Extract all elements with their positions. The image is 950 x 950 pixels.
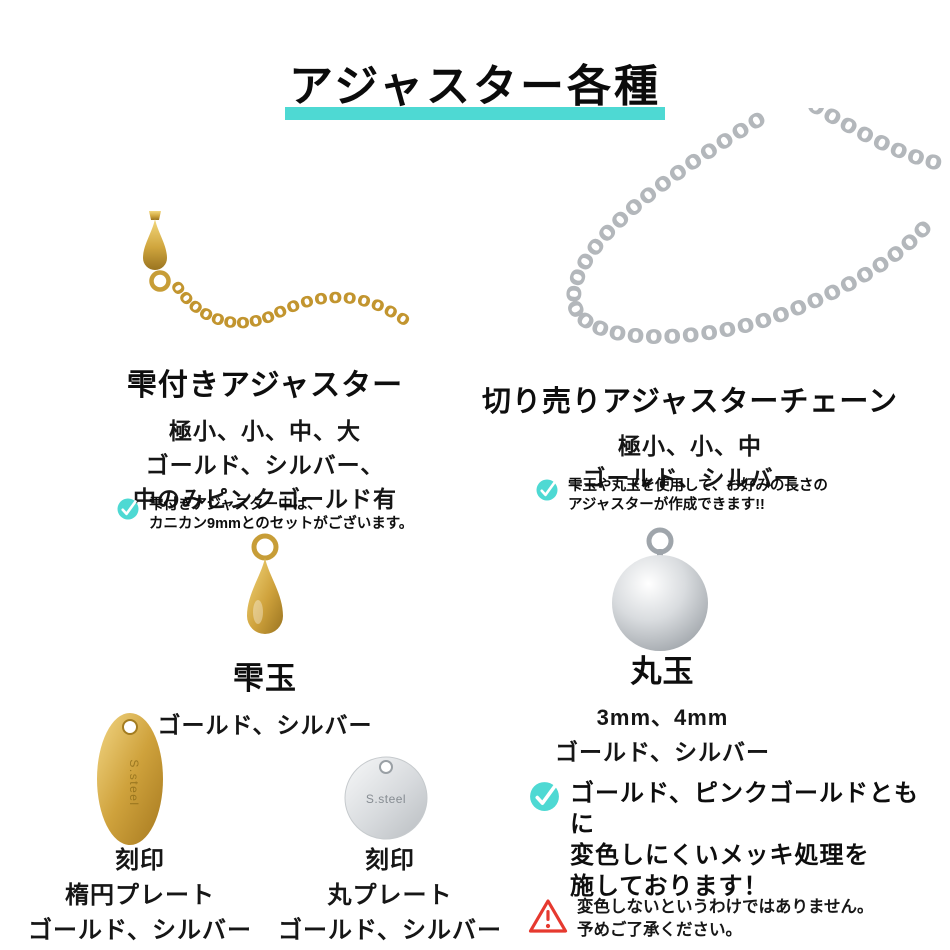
drop-adjuster-note-line2: カニカン9mmとのセットがございます。 — [149, 516, 414, 532]
check-icon — [117, 498, 139, 520]
round-plate-engraving: S.steel — [366, 792, 406, 806]
svg-text:oooooooooooooooooooooooooo: oooooooooooooooooooooooooo — [100, 205, 416, 333]
cut-chain-note-line1: 雫玉や丸玉を使用して、お好みの長さの — [568, 478, 828, 494]
round-plate-photo: S.steel — [344, 756, 428, 840]
cut-chain-colors: ゴールド、シルバー — [582, 465, 798, 491]
round-bead-sizes: 3mm、4mm — [596, 705, 729, 730]
drop-adjuster-colors-1: ゴールド、シルバー、 — [145, 452, 385, 478]
drop-adjuster-photo: oooooooooooooooooooooooooo — [100, 205, 416, 333]
check-icon — [536, 479, 558, 501]
warning-icon — [528, 899, 568, 933]
round-bead-name: 丸玉 — [630, 654, 695, 689]
plating-note-line2: 変色しにくいメッキ処理を — [570, 842, 870, 869]
warning-line1: 変色しないというわけではありません。 — [577, 898, 874, 916]
plating-note-line1: ゴールド、ピンクゴールドともに — [570, 780, 920, 838]
oval-plate-engraving: S.steel — [127, 759, 141, 806]
oval-plate-labels: 刻印 楕円プレート ゴールド、シルバー — [15, 843, 265, 948]
gold-teardrop-clasp-icon — [143, 211, 171, 292]
drop-adjuster-note-line1: 雫付きアジャスター中は、 — [149, 497, 322, 513]
oval-plate-name: 楕円プレート — [65, 882, 215, 909]
check-icon — [530, 782, 559, 811]
drop-bead-labels: 雫玉 ゴールド、シルバー — [115, 653, 415, 740]
gold-chain-links: oooooooooooooooooooooooooo — [100, 205, 416, 333]
round-plate-colors: ゴールド、シルバー — [277, 917, 503, 944]
drop-adjuster-labels: 雫付きアジャスター 極小、小、中、大 ゴールド、シルバー、 中のみピンクゴールド… — [90, 360, 440, 516]
cut-chain-name: 切り売りアジャスターチェーン — [482, 386, 898, 418]
round-bead-labels: 丸玉 3mm、4mm ゴールド、シルバー — [520, 646, 805, 769]
page-title: アジャスター各種 — [284, 50, 666, 120]
warning-line2: 予めご了承ください。 — [577, 921, 742, 939]
drop-adjuster-sizes: 極小、小、中、大 — [169, 418, 361, 444]
round-bead-photo — [612, 527, 708, 651]
drop-adjuster-colors-2: 中のみピンクゴールド有 — [133, 486, 397, 512]
drop-bead-photo — [247, 533, 283, 634]
round-plate-name: 丸プレート — [327, 882, 453, 909]
cut-chain-sizes: 極小、小、中 — [618, 433, 762, 459]
cut-chain-note: 雫玉や丸玉を使用して、お好みの長さの アジャスターが作成できます!! — [535, 477, 925, 515]
plating-note: ゴールド、ピンクゴールドともに 変色しにくいメッキ処理を 施しております！ — [528, 778, 938, 902]
round-bead-colors: ゴールド、シルバー — [554, 739, 771, 765]
round-plate-title: 刻印 — [365, 847, 415, 874]
oval-plate-colors: ゴールド、シルバー — [27, 917, 253, 944]
oval-plate-title: 刻印 — [115, 847, 165, 874]
round-plate-labels: 刻印 丸プレート ゴールド、シルバー — [270, 843, 510, 948]
warning-note: 変色しないというわけではありません。 予めご了承ください。 — [528, 896, 938, 942]
drop-bead-name: 雫玉 — [233, 661, 297, 696]
plating-note-line3: 施しております！ — [570, 873, 769, 900]
page-title-wrap: アジャスター各種 — [0, 50, 950, 120]
drop-adjuster-name: 雫付きアジャスター — [126, 369, 404, 402]
cut-chain-note-line2: アジャスターが作成できます!! — [568, 497, 765, 513]
drop-adjuster-note: 雫付きアジャスター中は、 カニカン9mmとのセットがございます。 — [116, 496, 446, 534]
drop-bead-colors: ゴールド、シルバー — [157, 712, 373, 738]
cut-chain-labels: 切り売りアジャスターチェーン 極小、小、中 ゴールド、シルバー — [455, 378, 925, 494]
oval-plate-photo: S.steel — [97, 713, 163, 845]
